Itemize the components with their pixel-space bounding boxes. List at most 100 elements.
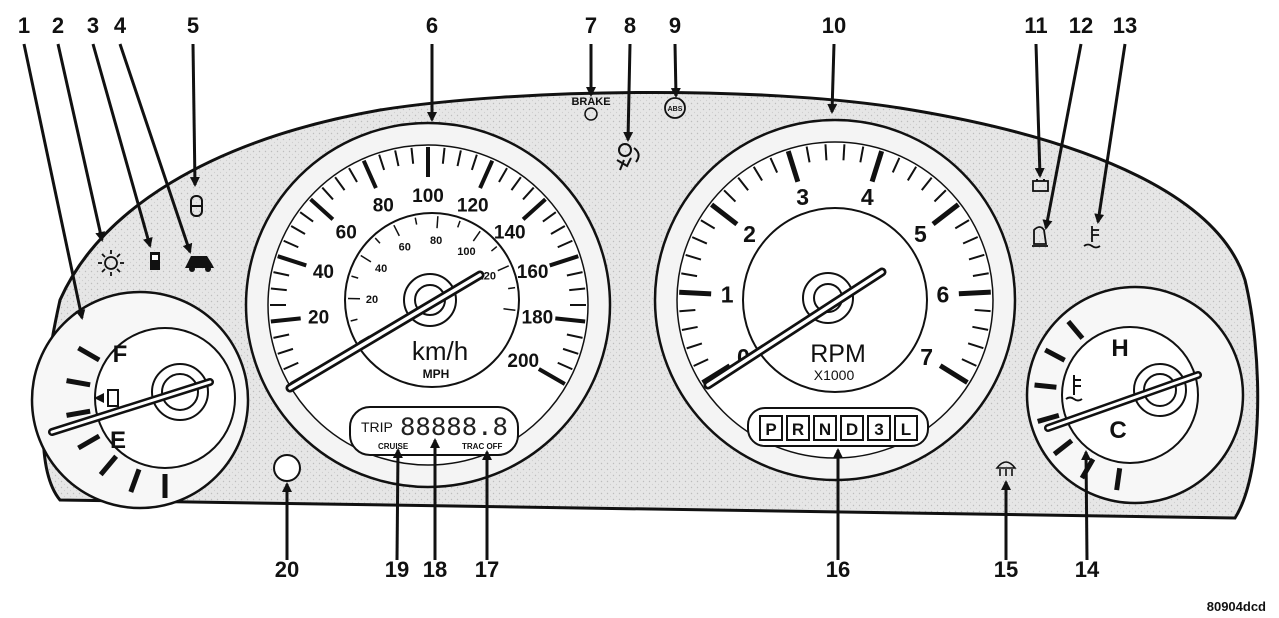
temp-tick bbox=[1034, 382, 1057, 390]
callout-number: 14 bbox=[1075, 557, 1100, 582]
speed-tick-label: 140 bbox=[494, 222, 526, 243]
rpm-tick bbox=[679, 309, 696, 313]
callout-number: 12 bbox=[1069, 13, 1093, 38]
callout-arrow bbox=[827, 43, 838, 114]
mph-tick bbox=[503, 308, 516, 311]
cruise-indicator: CRUISE bbox=[378, 442, 409, 451]
callout-number: 11 bbox=[1024, 13, 1047, 38]
speed-tick bbox=[334, 176, 346, 191]
rpm-tick-label: 1 bbox=[721, 282, 734, 308]
speed-tick bbox=[410, 147, 415, 164]
fuel-tick bbox=[128, 468, 142, 493]
callout-number: 8 bbox=[624, 13, 636, 38]
rpm-tick bbox=[679, 289, 712, 297]
callout-number: 15 bbox=[994, 557, 1018, 582]
speed-tick-label: 40 bbox=[313, 262, 334, 283]
door-ajar-icon bbox=[185, 256, 214, 272]
mph-tick bbox=[472, 230, 481, 242]
speed-tick bbox=[273, 333, 290, 339]
callout-number: 7 bbox=[585, 13, 597, 38]
speed-unit-primary: km/h bbox=[412, 336, 468, 366]
coolant-temp-icon bbox=[1065, 375, 1083, 402]
rpm-tick bbox=[769, 157, 779, 173]
speed-tick bbox=[270, 316, 301, 324]
fuel-empty-label: E bbox=[110, 427, 126, 454]
rpm-tick bbox=[869, 150, 885, 183]
callout-arrow bbox=[118, 43, 193, 254]
abs-warning-lamp: ABS bbox=[664, 97, 686, 119]
gear-letter: R bbox=[792, 420, 804, 439]
rpm-tick-label: 6 bbox=[936, 282, 949, 308]
rpm-tick bbox=[933, 189, 947, 203]
rpm-tick bbox=[954, 219, 970, 230]
rpm-tick bbox=[938, 363, 969, 385]
speed-tick bbox=[549, 254, 579, 268]
mph-tick bbox=[374, 237, 381, 244]
speed-tick-label: 160 bbox=[517, 262, 549, 283]
speed-tick bbox=[557, 361, 573, 371]
temp-tick bbox=[1044, 347, 1066, 363]
rpm-tick bbox=[685, 253, 702, 261]
airbag-warning-icon bbox=[616, 143, 640, 171]
mph-tick bbox=[350, 318, 358, 322]
speed-tick-label: 200 bbox=[507, 351, 539, 372]
warning-lamps: BRAKE ABS bbox=[98, 96, 1101, 482]
speed-tick-label: 100 bbox=[412, 186, 444, 207]
gear-box bbox=[867, 415, 891, 441]
callout-number: 10 bbox=[822, 13, 846, 38]
mph-tick-label: 20 bbox=[366, 294, 378, 306]
callout-number: 13 bbox=[1113, 13, 1137, 38]
speed-tick-label: 80 bbox=[373, 196, 394, 217]
callout-arrow bbox=[22, 43, 86, 320]
rpm-tick bbox=[691, 236, 708, 245]
speed-tick bbox=[537, 367, 566, 386]
rpm-tick bbox=[961, 358, 977, 367]
rpm-tick bbox=[891, 157, 901, 173]
odometer-trip-label: TRIP bbox=[361, 419, 393, 435]
callout-arrow bbox=[91, 43, 153, 248]
callout-number: 19 bbox=[385, 557, 409, 582]
rpm-tick bbox=[962, 236, 979, 245]
speed-tick bbox=[542, 211, 557, 223]
rpm-tick-label: 3 bbox=[796, 184, 809, 210]
rpm-tick bbox=[906, 166, 917, 181]
rpm-tick bbox=[752, 166, 763, 182]
seatbelt-lamp-icon bbox=[190, 195, 203, 217]
callout-arrow bbox=[670, 43, 681, 98]
speed-tick bbox=[441, 147, 446, 164]
speed-tick bbox=[277, 347, 294, 355]
callout-number: 3 bbox=[87, 13, 99, 38]
trac-off-indicator: TRAC OFF bbox=[462, 442, 503, 451]
speed-tick bbox=[498, 167, 508, 183]
rpm-tick bbox=[681, 325, 698, 331]
mph-tick bbox=[456, 220, 461, 228]
fuel-tick bbox=[98, 454, 119, 477]
mph-tick bbox=[351, 275, 359, 279]
speed-tick bbox=[555, 316, 586, 324]
rpm-tick-label: 4 bbox=[861, 184, 874, 210]
speed-tick bbox=[361, 159, 378, 189]
low-fuel-icon bbox=[150, 252, 160, 270]
headlight-sun-icon bbox=[98, 250, 124, 276]
rpm-tick bbox=[824, 144, 828, 161]
rpm-tick bbox=[681, 272, 698, 278]
callout-arrow bbox=[1042, 43, 1083, 230]
speed-tick bbox=[562, 347, 579, 355]
rpm-tick bbox=[693, 358, 709, 367]
gear-box bbox=[786, 415, 810, 441]
callout-arrow bbox=[1034, 43, 1045, 178]
rpm-tick bbox=[972, 325, 989, 331]
speed-tick-label: 180 bbox=[522, 307, 554, 328]
fuel-gauge: F E bbox=[30, 290, 250, 510]
fuel-tick bbox=[66, 408, 91, 418]
mph-tick bbox=[414, 217, 418, 225]
rpm-tick-label: 5 bbox=[914, 221, 927, 247]
speed-tick bbox=[521, 197, 547, 221]
callout-number: 1 bbox=[18, 13, 30, 38]
rpm-tick bbox=[686, 342, 703, 350]
speed-tick bbox=[270, 287, 287, 292]
battery-icon bbox=[1032, 179, 1049, 192]
mph-tick bbox=[490, 245, 498, 252]
